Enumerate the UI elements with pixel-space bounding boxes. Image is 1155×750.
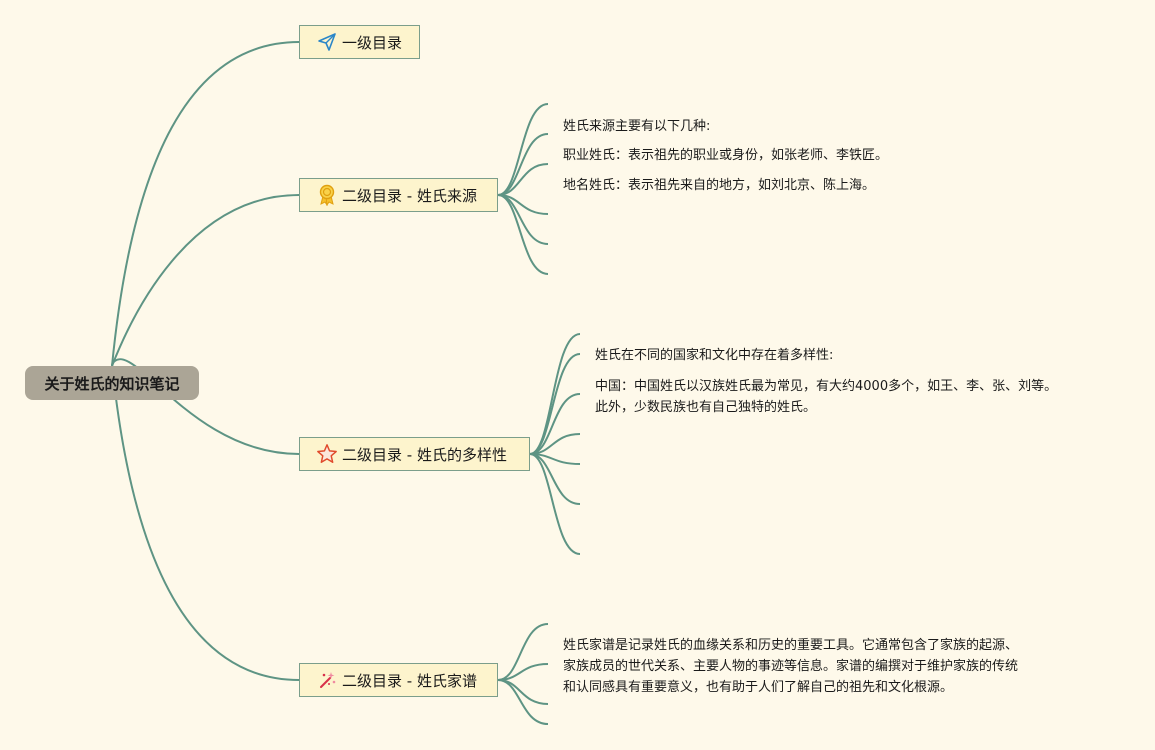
leaf-connector (529, 393, 581, 455)
branch-node-level1[interactable]: 一级目录 (299, 25, 420, 59)
leaf-connector (529, 453, 581, 505)
leaf-connector (497, 103, 549, 196)
leaf-text: 职业姓氏：表示祖先的职业或身份，如张老师、李铁匠。 (563, 148, 889, 163)
branch-node-label: 二级目录 - 姓氏来源 (342, 186, 477, 205)
magic-wand-icon (316, 669, 338, 691)
leaf-connector (497, 679, 549, 725)
leaf-connector (497, 194, 549, 275)
leaf-text: 姓氏在不同的国家和文化中存在着多样性: (595, 348, 834, 363)
leaf-connector (497, 623, 549, 681)
leaf-text: 此外，少数民族也有自己独特的姓氏。 (595, 400, 817, 415)
branch-node-diversity[interactable]: 二级目录 - 姓氏的多样性 (299, 437, 530, 471)
root-connector (111, 194, 300, 367)
branch-node-label: 二级目录 - 姓氏家谱 (342, 671, 477, 690)
branch-node-genealogy[interactable]: 二级目录 - 姓氏家谱 (299, 663, 498, 697)
root-node-label: 关于姓氏的知识笔记 (44, 374, 180, 393)
leaf-connector (529, 353, 581, 455)
root-node[interactable]: 关于姓氏的知识笔记 (25, 366, 199, 400)
leaf-text: 中国：中国姓氏以汉族姓氏最为常见，有大约4000多个，如王、李、张、刘等。 (595, 379, 1058, 394)
leaf-connector (529, 453, 581, 555)
leaf-text: 和认同感具有重要意义，也有助于人们了解自己的祖先和文化根源。 (563, 680, 954, 695)
leaf-connector (497, 194, 549, 245)
leaf-text: 姓氏来源主要有以下几种: (563, 119, 711, 134)
branch-node-origins[interactable]: 二级目录 - 姓氏来源 (299, 178, 498, 212)
leaf-connector (497, 163, 549, 196)
paper-plane-icon (316, 31, 338, 53)
branch-node-label: 二级目录 - 姓氏的多样性 (342, 445, 507, 464)
root-connector (111, 41, 300, 367)
leaf-connector (497, 133, 549, 196)
branch-node-label: 一级目录 (342, 33, 403, 52)
leaf-connector (497, 679, 549, 705)
leaf-text: 家族成员的世代关系、主要人物的事迹等信息。家谱的编撰对于维护家族的传统 (563, 659, 1019, 674)
root-connector (111, 363, 300, 681)
award-medal-icon (316, 184, 338, 206)
star-icon (316, 443, 338, 465)
leaf-connector (497, 663, 549, 681)
leaf-text: 姓氏家谱是记录姓氏的血缘关系和历史的重要工具。它通常包含了家族的起源、 (563, 638, 1019, 653)
leaf-text: 地名姓氏：表示祖先来自的地方，如刘北京、陈上海。 (563, 178, 876, 193)
